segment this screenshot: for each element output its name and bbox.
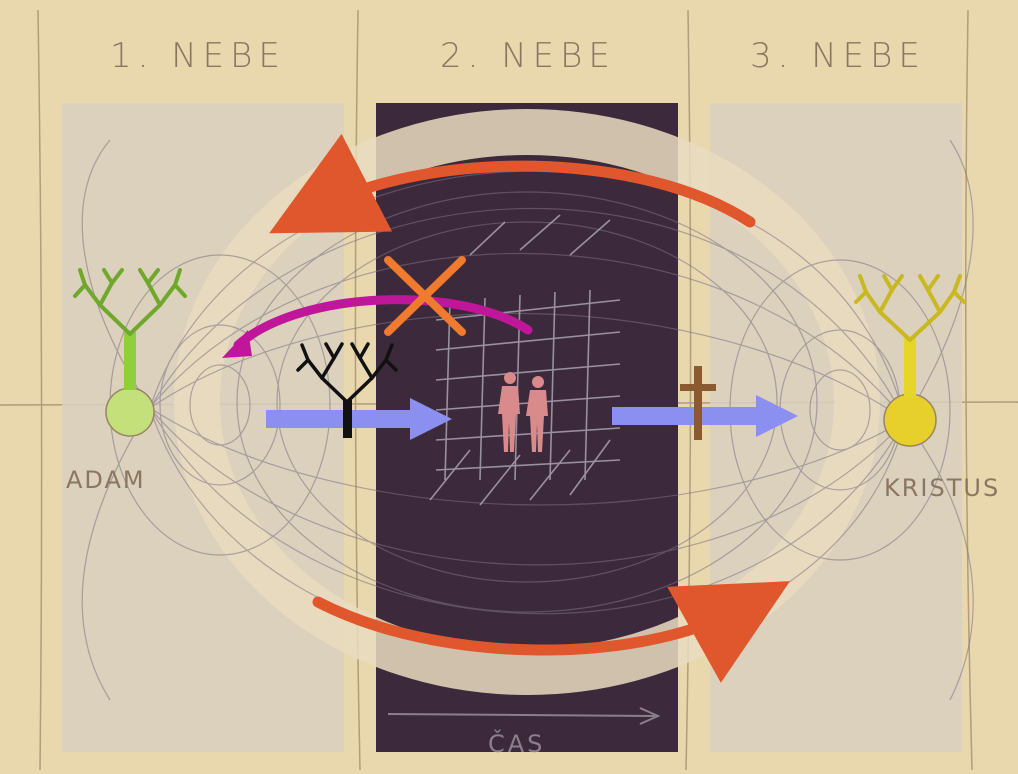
label-kristus: KRISTUS	[884, 474, 1000, 502]
label-time: ČAS	[488, 730, 545, 758]
heading-heaven-2: 2. NEBE	[440, 36, 616, 76]
heading-heaven-3: 3. NEBE	[750, 36, 926, 76]
label-adam: ADAM	[66, 466, 146, 494]
heading-heaven-1: 1. NEBE	[110, 36, 286, 76]
